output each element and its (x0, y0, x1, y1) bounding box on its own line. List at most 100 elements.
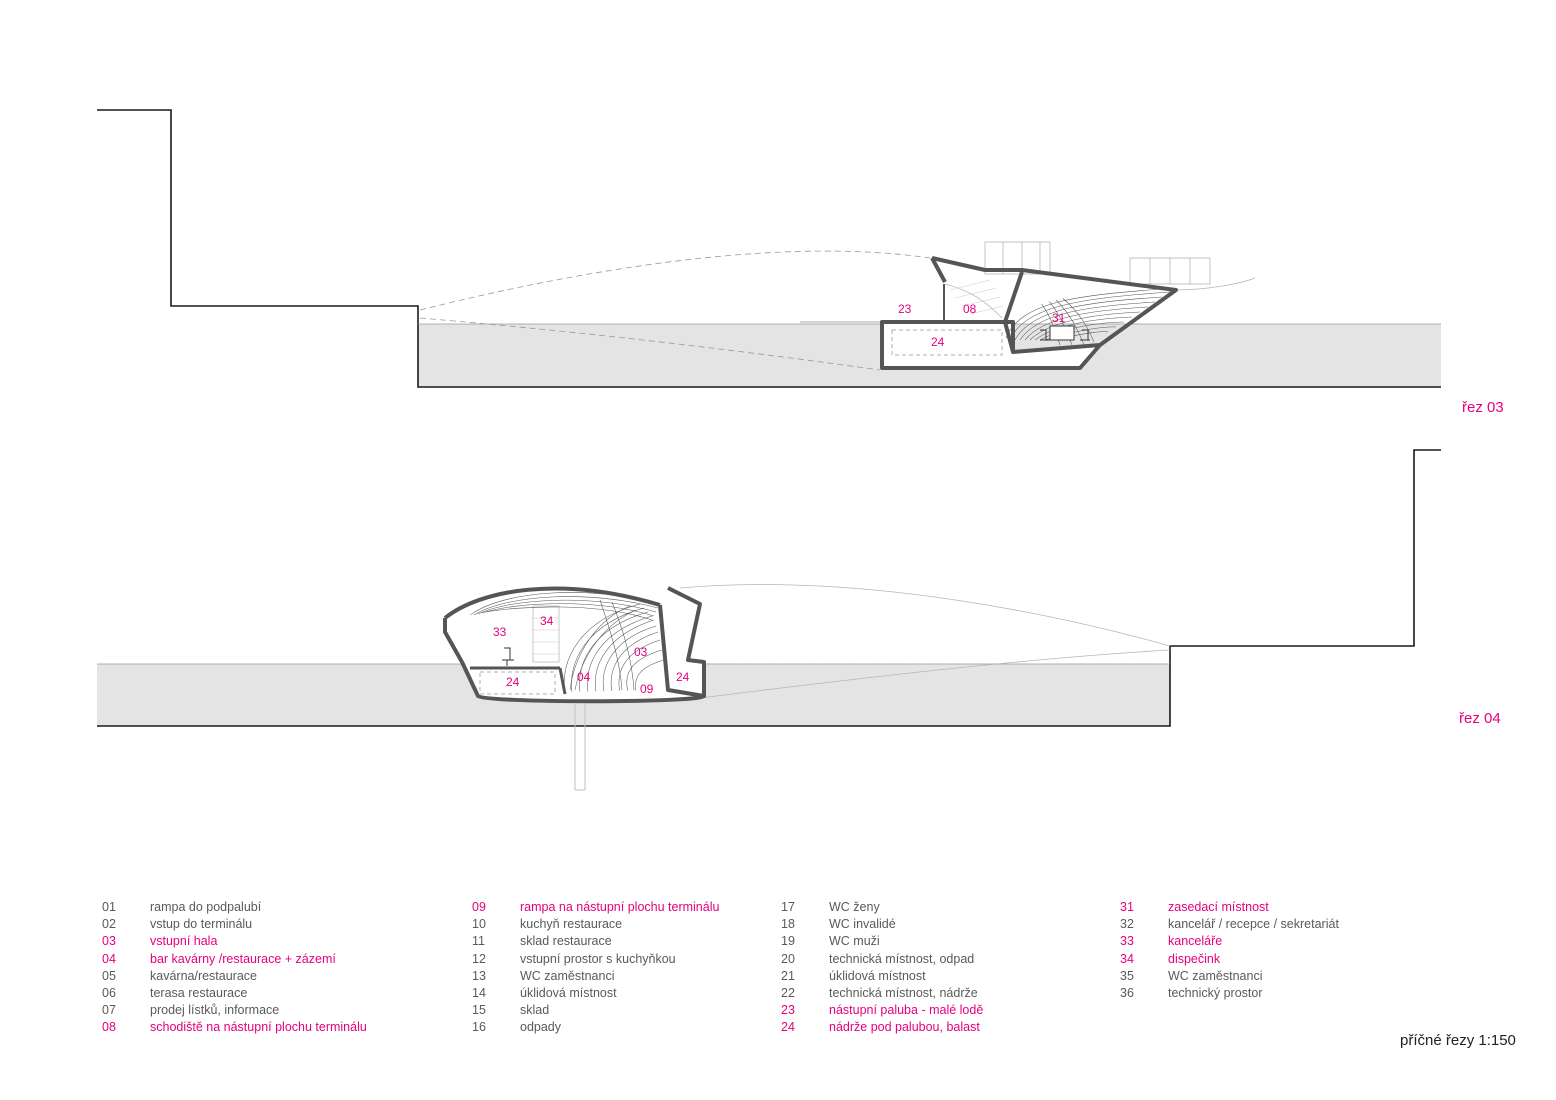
legend-item-text: WC ženy (829, 900, 880, 914)
legend-item-text: dispečink (1168, 951, 1221, 966)
legend-item-number: 09 (472, 900, 486, 914)
legend-item-text: nádrže pod palubou, balast (829, 1020, 980, 1035)
legend-item-number: 16 (472, 1020, 486, 1035)
roof-shell-04 (443, 586, 661, 620)
legend-item-text: zasedací místnost (1168, 900, 1269, 914)
legend-item-number: 13 (472, 968, 486, 983)
room-label-03: 03 (634, 645, 648, 659)
legend-item-number: 08 (102, 1020, 116, 1035)
legend-item-number: 34 (1120, 951, 1134, 966)
legend-item-number: 33 (1120, 934, 1134, 949)
room-label-24-right: 24 (676, 670, 690, 684)
legend-item-number: 07 (102, 1003, 116, 1018)
legend-item-text: technická místnost, nádrže (829, 985, 978, 1000)
section-title-03: řez 03 (1462, 399, 1504, 416)
legend-item-text: odpady (520, 1020, 562, 1035)
legend-item-text: vstupní hala (150, 934, 218, 949)
legend-item-text: sklad (520, 1003, 550, 1018)
legend-item: 09 rampa na nástupní plochu terminálu (472, 899, 719, 916)
legend-item-number: 20 (781, 951, 795, 966)
room-label-24-left: 24 (506, 675, 520, 689)
legend-item-number: 35 (1120, 968, 1134, 983)
legend-item-text: WC zaměstnanci (1168, 968, 1263, 983)
stair-34-steps (533, 617, 559, 655)
room-label-04: 04 (577, 670, 591, 684)
legend-item-text: sklad restaurace (520, 934, 612, 949)
legend-item: 31 zasedací místnost (1120, 899, 1339, 916)
legend-item-number: 32 (1120, 917, 1134, 932)
legend-item-text: kanceláře (1168, 934, 1223, 949)
legend-item-number: 18 (781, 917, 795, 932)
legend-item: 33 kanceláře (1120, 933, 1339, 950)
legend-column-4: 31 zasedací místnost 32 kancelář / recepce … (1120, 899, 1339, 1002)
ribbed-shell-04 (470, 592, 665, 692)
room-label-34: 34 (540, 614, 554, 628)
legend-item: 02 vstup do terminálu (102, 916, 367, 933)
front-wall-04 (443, 618, 464, 663)
legend-item: 07 prodej lístků, informace (102, 1002, 367, 1019)
legend-item-text: rampa do podpalubí (150, 900, 262, 914)
legend-item-text: bar kavárny /restaurace + zázemí (150, 951, 336, 966)
room-label-33: 33 (493, 625, 507, 639)
legend-item-text: rampa na nástupní plochu terminálu (520, 900, 720, 914)
legend-item: 08 schodiště na nástupní plochu terminálu (102, 1019, 367, 1036)
legend-item-number: 02 (102, 917, 116, 932)
legend-item-number: 06 (102, 985, 116, 1000)
section-title-04: řez 04 (1459, 710, 1501, 727)
room-label-08: 08 (963, 302, 977, 316)
bridge-outline-04 (679, 584, 1171, 647)
roof-railings-03 (984, 241, 1256, 291)
legend-item-text: technický prostor (1168, 985, 1263, 1000)
room-label-23: 23 (898, 302, 912, 316)
room-label-31: 31 (1052, 311, 1066, 325)
legend-item-number: 03 (102, 934, 116, 949)
legend-item-text: WC invalidé (829, 917, 896, 932)
legend-item-text: kancelář / recepce / sekretariát (1168, 917, 1339, 932)
inner-wall-03 (1003, 271, 1024, 353)
embankment-profile-04 (97, 449, 1441, 727)
legend-item-text: úklidová místnost (520, 985, 617, 1000)
legend-item-number: 31 (1120, 900, 1134, 914)
chairs-03 (1040, 325, 1090, 341)
rear-wall-04 (658, 586, 706, 698)
stair-08-03 (944, 283, 1003, 319)
legend-item-number: 15 (472, 1003, 486, 1018)
legend-item-number: 22 (781, 985, 795, 1000)
legend-item-text: prodej lístků, informace (150, 1003, 280, 1018)
legend-item-number: 36 (1120, 985, 1134, 1000)
section-04: 33 34 03 04 09 24 24 řez 04 (97, 449, 1501, 791)
canopy-03 (931, 256, 1178, 347)
legend-item-number: 14 (472, 985, 486, 1000)
stair-08-lines-03 (949, 279, 1004, 315)
legend-item-text: vstup do terminálu (150, 917, 253, 932)
tank-04-left (479, 671, 556, 695)
legend-item: 16 odpady (472, 1019, 719, 1036)
embankment-profile-03 (97, 109, 1441, 388)
legend-item-text: kuchyň restaurace (520, 917, 623, 932)
legend-item: 32 kancelář / recepce / sekretariát (1120, 916, 1339, 933)
legend-item: 14 úklidová místnost (472, 985, 719, 1002)
legend-item-number: 21 (781, 968, 795, 983)
bridge-outline-dashed-03 (419, 250, 931, 311)
scale-note: příčné řezy 1:150 (1400, 1032, 1516, 1049)
legend-item-number: 19 (781, 934, 795, 949)
bridge-underside-04 (699, 649, 1171, 699)
legend-item-text: schodiště na nástupní plochu terminálu (150, 1020, 367, 1035)
legend-item: 03 vstupní hala (102, 933, 367, 950)
bridge-underside-dashed-03 (419, 317, 881, 371)
legend-item-text: kavárna/restaurace (150, 968, 258, 983)
